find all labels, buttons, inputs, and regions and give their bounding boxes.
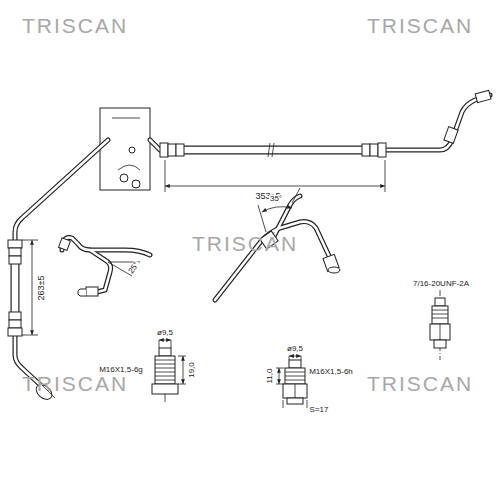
watermark: TRISCAN xyxy=(367,15,473,36)
watermark: TRISCAN xyxy=(22,15,128,36)
diameter-label: ø9,5 xyxy=(156,329,174,337)
watermark: TRISCAN xyxy=(367,373,473,394)
watermark: TRISCAN xyxy=(22,373,128,394)
dimension-label: S=17 xyxy=(309,406,330,414)
thread-label: M16X1,5-6g xyxy=(98,366,144,374)
thread-label: 7/16-20UNF-2A xyxy=(412,280,470,288)
dimension-label: 19,0 xyxy=(188,361,196,379)
angle-label: 35° xyxy=(269,195,283,203)
dimension-label: 11,0 xyxy=(266,368,274,385)
watermark: TRISCAN xyxy=(192,233,298,254)
dimension-label: 263±5 xyxy=(37,275,46,302)
thread-label: M16X1,5-6h xyxy=(308,368,354,376)
diameter-label: ø9,5 xyxy=(286,345,304,353)
